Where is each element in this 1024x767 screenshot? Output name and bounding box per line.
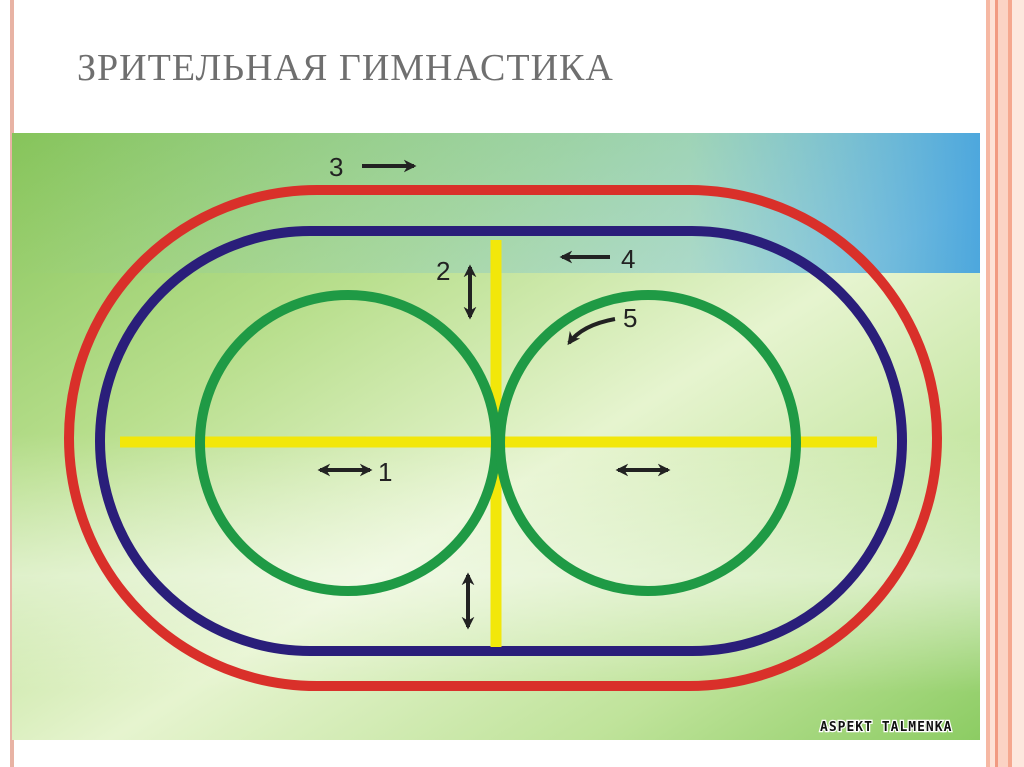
label-vertical-top: 2 <box>436 256 450 286</box>
curved-arrow-icon <box>567 317 616 346</box>
label-horizontal-left: 1 <box>378 457 392 487</box>
page-title: ЗРИТЕЛЬНАЯ ГИМНАСТИКА <box>77 47 614 89</box>
inner-loop-blue <box>95 226 907 656</box>
label-inner-loop: 4 <box>621 244 635 274</box>
eye-exercise-diagram: 3 2 4 5 1 ASPEKT TALMENKA <box>12 133 980 740</box>
label-circle-right: 5 <box>623 303 637 333</box>
label-outer-loop: 3 <box>329 152 343 182</box>
outer-loop-red <box>64 185 942 691</box>
watermark: ASPEKT TALMENKA <box>820 720 952 735</box>
diagram-canvas: 3 2 4 5 1 ASPEKT TALMENKA <box>12 133 980 740</box>
right-green-circle <box>495 290 801 596</box>
decorative-stripes <box>980 0 1024 767</box>
